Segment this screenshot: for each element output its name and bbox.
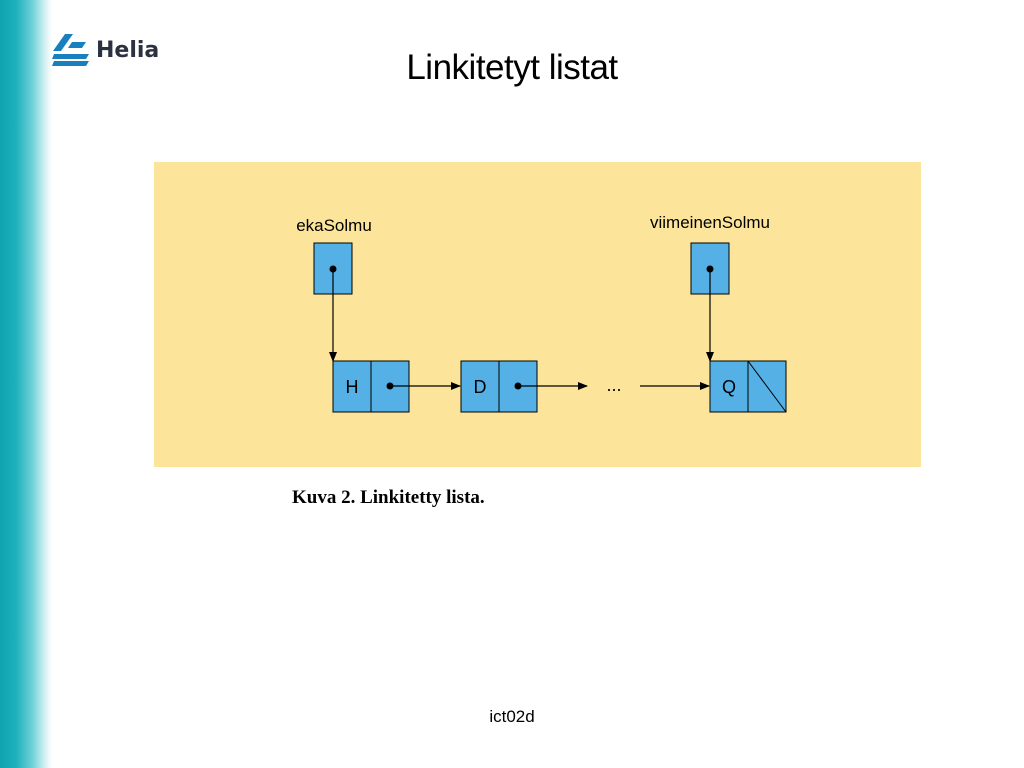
figure-caption: Kuva 2. Linkitetty lista. [292, 487, 485, 508]
node-h-value: H [346, 377, 359, 397]
list-node-d: D [460, 360, 538, 413]
helia-logo-icon [52, 34, 89, 66]
last-pointer-label: viimeinenSolmu [650, 213, 770, 232]
side-accent-bar [0, 0, 52, 768]
node-q-null-slash [747, 360, 787, 413]
slide-footer: ict02d [489, 707, 535, 726]
helia-logo: Helia [52, 32, 159, 68]
linked-list-diagram: ekaSolmu viimeinenSolmu H D ... [296, 213, 787, 413]
first-pointer-label: ekaSolmu [296, 216, 372, 235]
diagram-panel: ekaSolmu viimeinenSolmu H D ... [154, 162, 921, 467]
node-d-value: D [474, 377, 487, 397]
node-h-value-cell [332, 360, 372, 413]
list-node-q: Q [709, 360, 787, 413]
node-d-value-cell [460, 360, 500, 413]
logo-text: Helia [96, 37, 160, 63]
ellipsis: ... [606, 375, 621, 395]
slide-title: Linkitetyt listat [406, 48, 618, 87]
node-q-value: Q [722, 377, 736, 397]
node-q-value-cell [709, 360, 749, 413]
